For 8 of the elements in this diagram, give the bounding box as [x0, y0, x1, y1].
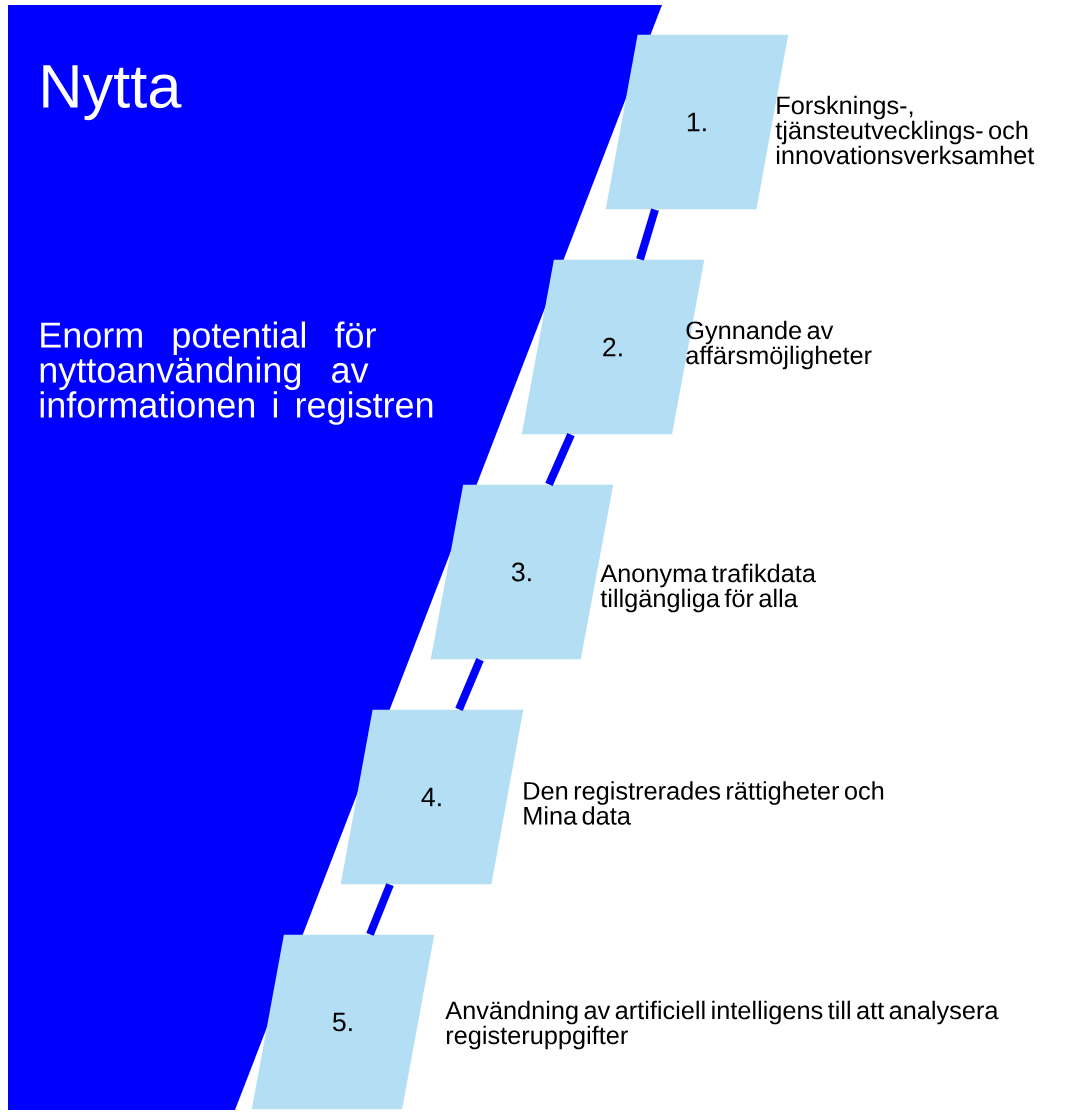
- connector-line: [545, 433, 575, 486]
- connector-line: [366, 883, 394, 936]
- item-text: Användning av artificiell intelligens till att analysera registeruppgifter: [445, 1000, 999, 1050]
- connector-line: [455, 658, 484, 711]
- parallelogram: 4.: [340, 709, 524, 885]
- item-text: Den registrerades rättigheter och Mina data: [524, 781, 884, 825]
- parallelogram: 5.: [251, 934, 435, 1110]
- connector-line: [636, 208, 659, 261]
